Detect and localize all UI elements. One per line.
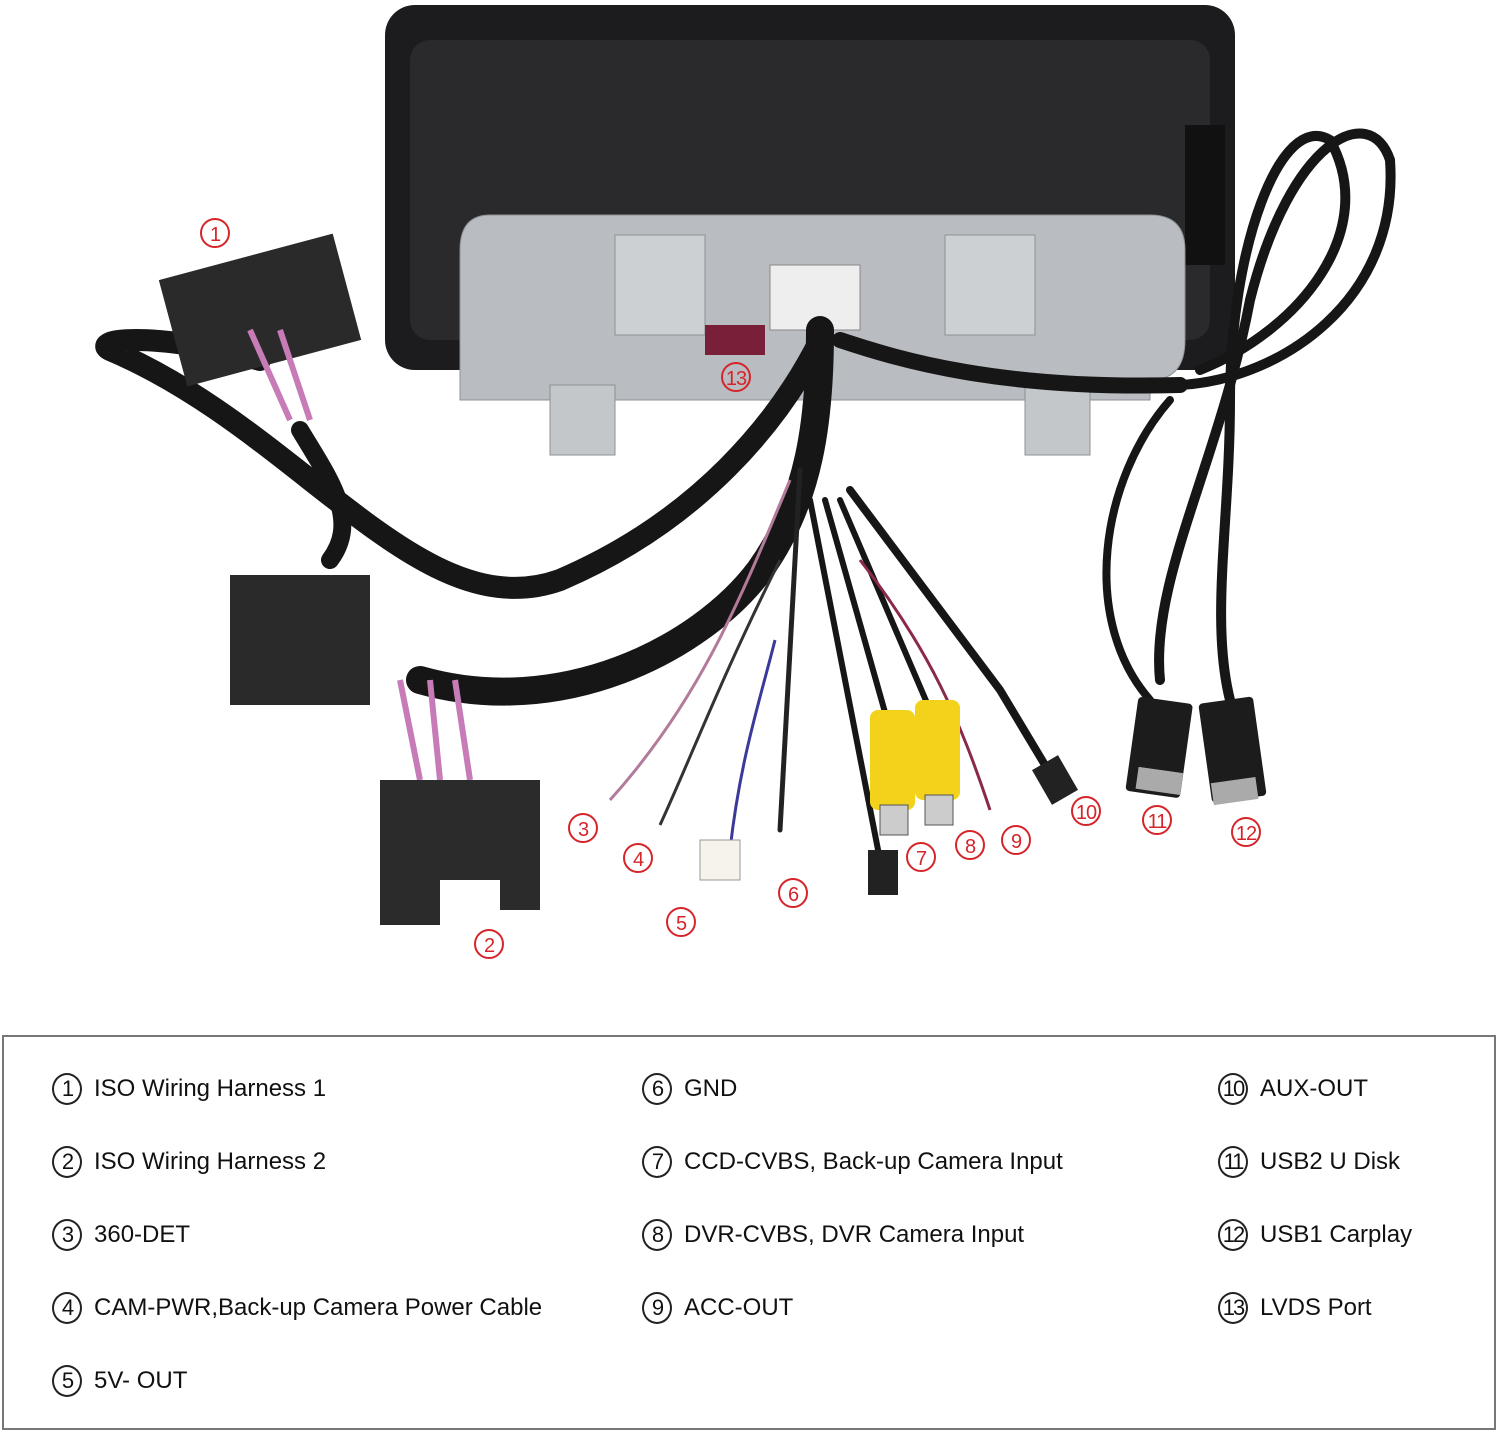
callout-10: 10 xyxy=(1071,796,1101,826)
lvds-port xyxy=(705,325,765,355)
legend-label: LVDS Port xyxy=(1260,1294,1372,1321)
legend-label: USB2 U Disk xyxy=(1260,1148,1401,1175)
legend-label: CAM-PWR,Back-up Camera Power Cable xyxy=(94,1294,543,1321)
legend-label: 360-DET xyxy=(94,1221,191,1248)
legend-item-1: 1 ISO Wiring Harness 1 xyxy=(52,1071,326,1107)
legend-label: AUX-OUT xyxy=(1260,1075,1368,1102)
legend-label: DVR-CVBS, DVR Camera Input xyxy=(684,1221,1025,1248)
legend-item-8: 8 DVR-CVBS, DVR Camera Input xyxy=(642,1217,1024,1253)
callout-2: 2 xyxy=(474,929,504,959)
legend-item-7: 7 CCD-CVBS, Back-up Camera Input xyxy=(642,1144,1063,1180)
callout-8: 8 xyxy=(955,830,985,860)
legend-label: ISO Wiring Harness 1 xyxy=(94,1075,327,1102)
head-unit-wiring-photo xyxy=(95,5,1396,925)
callout-11: 11 xyxy=(1142,805,1172,835)
rca-dvr-cvbs xyxy=(915,700,960,800)
callout-5: 5 xyxy=(666,907,696,937)
legend-item-6: 6 GND xyxy=(642,1071,737,1107)
legend-number-badge: 11 xyxy=(1218,1146,1248,1178)
legend-number-badge: 2 xyxy=(52,1146,82,1178)
legend-item-2: 2 ISO Wiring Harness 2 xyxy=(52,1144,326,1180)
legend-number-badge: 1 xyxy=(52,1073,82,1105)
legend-label: ACC-OUT xyxy=(684,1294,794,1321)
callout-13: 13 xyxy=(721,362,751,392)
legend-number-badge: 3 xyxy=(52,1219,82,1251)
legend-item-9: 9 ACC-OUT xyxy=(642,1290,793,1326)
legend-number-badge: 9 xyxy=(642,1292,672,1324)
legend-label: GND xyxy=(684,1075,738,1102)
callout-4: 4 xyxy=(623,843,653,873)
legend-label: CCD-CVBS, Back-up Camera Input xyxy=(684,1148,1063,1175)
legend-number-badge: 7 xyxy=(642,1146,672,1178)
usb1-connector xyxy=(1198,696,1267,803)
legend-label: USB1 Carplay xyxy=(1260,1221,1413,1248)
legend-label: ISO Wiring Harness 2 xyxy=(94,1148,327,1175)
legend-item-3: 3 360-DET xyxy=(52,1217,190,1253)
callout-12: 12 xyxy=(1231,817,1261,847)
legend-number-badge: 4 xyxy=(52,1292,82,1324)
iso-connector-2 xyxy=(380,780,540,925)
callout-6: 6 xyxy=(778,878,808,908)
callout-3: 3 xyxy=(568,813,598,843)
rca-ccd-cvbs xyxy=(870,710,915,810)
legend-item-5: 5 5V- OUT xyxy=(52,1363,187,1399)
legend-number-badge: 5 xyxy=(52,1365,82,1397)
iso-connector-1 xyxy=(158,233,362,387)
legend-number-badge: 6 xyxy=(642,1073,672,1105)
callout-1: 1 xyxy=(200,218,230,248)
legend-label: 5V- OUT xyxy=(94,1367,188,1394)
legend-box: 1 ISO Wiring Harness 1 2 ISO Wiring Harness… xyxy=(2,1035,1496,1430)
legend-item-11: 11 USB2 U Disk xyxy=(1218,1144,1400,1180)
legend-number-badge: 12 xyxy=(1218,1219,1248,1251)
legend-number-badge: 8 xyxy=(642,1219,672,1251)
legend-number-badge: 10 xyxy=(1218,1073,1248,1105)
legend-item-13: 13 LVDS Port xyxy=(1218,1290,1372,1326)
legend-number-badge: 13 xyxy=(1218,1292,1248,1324)
legend-item-4: 4 CAM-PWR,Back-up Camera Power Cable xyxy=(52,1290,542,1326)
callout-9: 9 xyxy=(1001,825,1031,855)
legend-item-10: 10 AUX-OUT xyxy=(1218,1071,1368,1107)
callout-7: 7 xyxy=(906,842,936,872)
legend-item-12: 12 USB1 Carplay xyxy=(1218,1217,1412,1253)
